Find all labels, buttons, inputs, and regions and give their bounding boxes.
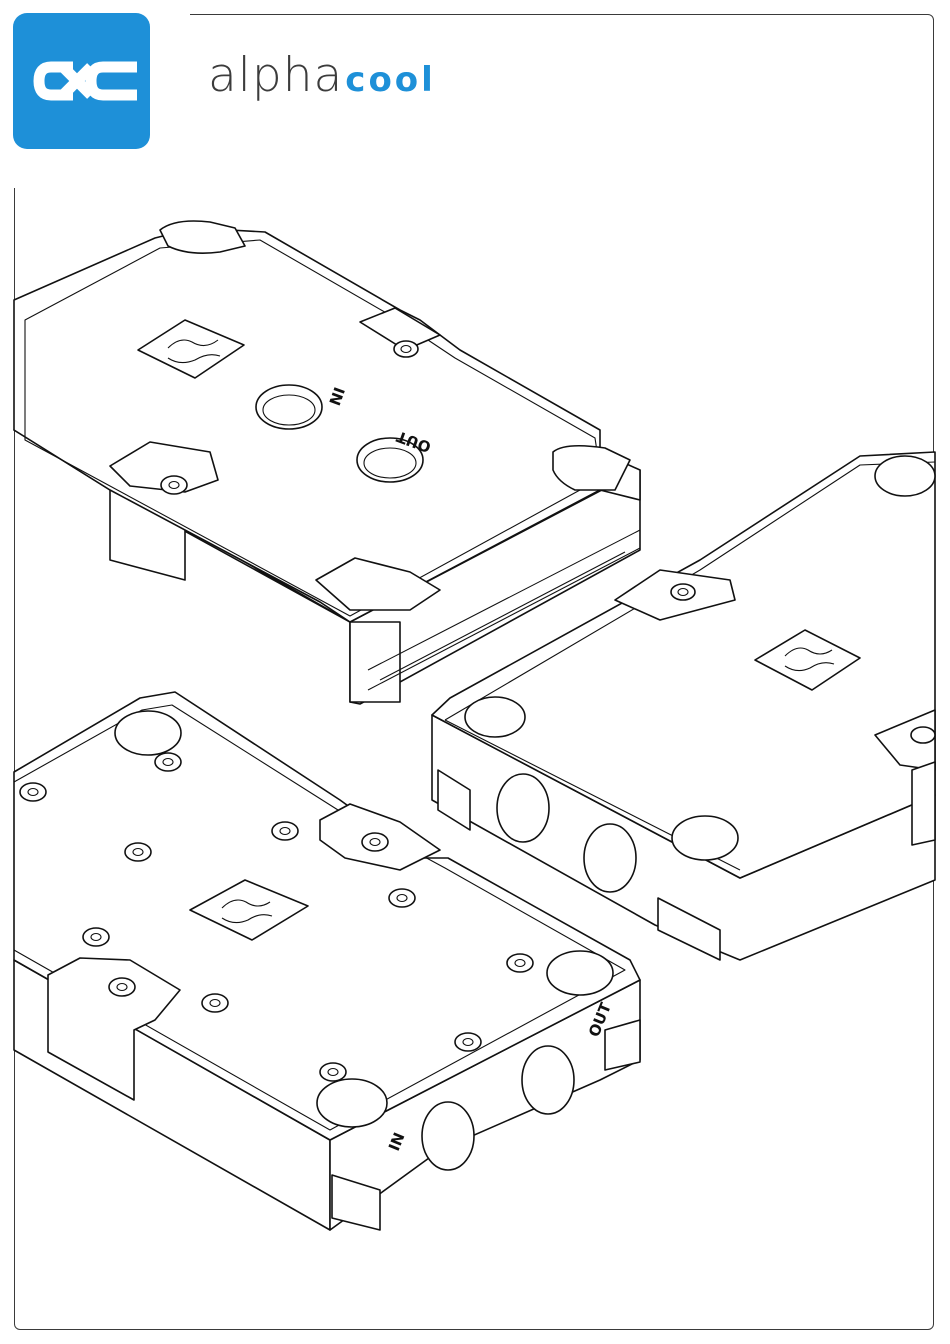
- alphacool-wordmark: alphacool: [208, 52, 436, 112]
- wordmark-cool: cool: [345, 60, 436, 100]
- product-line-drawing: IN OUT: [0, 190, 950, 1344]
- alphacool-logo-icon: [13, 13, 150, 149]
- wordmark-alpha: alpha: [208, 48, 343, 103]
- top-cooler-block: IN OUT: [14, 221, 640, 704]
